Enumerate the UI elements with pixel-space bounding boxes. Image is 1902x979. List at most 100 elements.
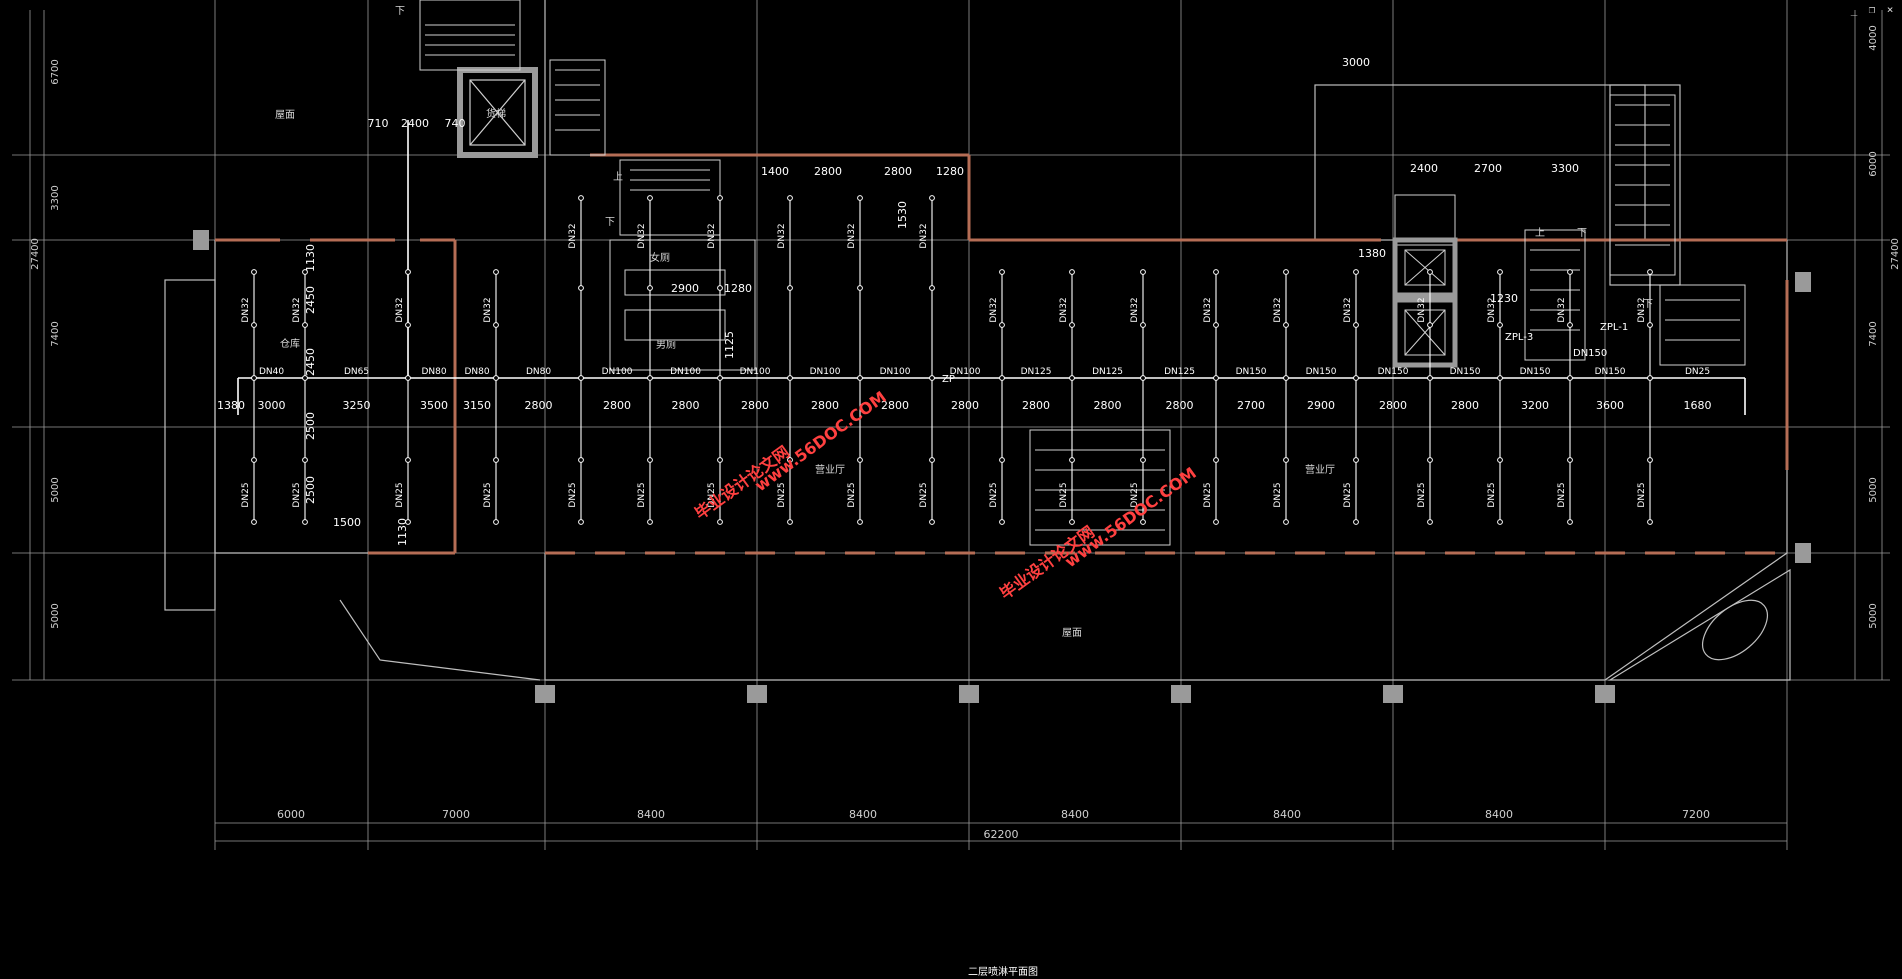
sprinkler-head [857,519,863,525]
sprinkler-head [717,285,723,291]
sprinkler-head [1283,519,1289,525]
branch-end-label: DN25 [847,482,857,507]
zpl1-tag: ZPL-1 [1600,322,1628,333]
sprinkler-head [647,195,653,201]
sprinkler-head [1647,457,1653,463]
small-dim: 2500 [304,412,317,440]
sprinkler-head [1353,519,1359,525]
sprinkler-head [999,322,1005,328]
branch-end-label: DN25 [637,482,647,507]
branch-size-label: DN32 [989,297,999,322]
sprinkler-head [1427,269,1433,275]
main-pipe-dim: 3500 [420,399,448,412]
main-pipe-size: DN150 [1378,367,1409,377]
small-dimensions: 710 2400 740 1130 2450 2450 2500 2500 15… [304,117,1518,546]
drawing-title: 二层喷淋平面图 [968,965,1038,978]
main-pipe-size: DN150 [1306,367,1337,377]
sprinkler-head [1140,519,1146,525]
upper-dim: 1280 [936,165,964,178]
sprinkler-head [999,519,1005,525]
close-icon[interactable]: × [1886,3,1894,16]
branch-end-label: DN25 [1637,482,1647,507]
sprinkler-head [1353,375,1359,381]
restore-icon[interactable]: ❐ [1868,3,1876,16]
left-dim: 5000 [50,477,61,502]
branch-size-label: DN32 [637,223,647,248]
stair-down-label: 下 [1577,228,1587,239]
sprinkler-head [405,322,411,328]
sprinkler-head [929,457,935,463]
small-dim: 1130 [304,244,317,272]
sprinkler-head [1213,457,1219,463]
sprinkler-head [787,195,793,201]
main-pipe-dim: 2800 [1166,399,1194,412]
sprinkler-head [647,519,653,525]
main-pipe-dim: 2800 [741,399,769,412]
branch-end-label: DN25 [1130,482,1140,507]
sprinkler-head [578,375,584,381]
sprinkler-head [405,269,411,275]
right-dim: 5000 [1868,603,1879,628]
sprinkler-head [1567,457,1573,463]
zpl3-tag: ZPL-3 [1505,332,1533,343]
sprinkler-head [1647,519,1653,525]
upper-dimensions: 1400 2800 2800 1280 2400 2700 3300 3000 [761,56,1579,178]
sprinkler-head [1497,269,1503,275]
bottom-dimension-labels: 6000 7000 8400 8400 8400 8400 8400 7200 … [277,808,1710,841]
main-pipe-size: DN100 [670,367,701,377]
small-dim: 2450 [304,348,317,376]
main-pipe-size: DN40 [259,367,284,377]
sprinkler-head [302,269,308,275]
passenger-elevators [1392,194,1458,368]
branch-end-label: DN25 [989,482,999,507]
main-pipe-size: DN100 [740,367,771,377]
sprinkler-head [999,375,1005,381]
branch-end-label: DN25 [483,482,493,507]
wall-segments [215,153,1789,555]
branch-size-label: DN32 [919,223,929,248]
main-pipe-size: DN125 [1092,367,1123,377]
right-dimension-chain [1854,10,1883,680]
sprinkler-head [578,457,584,463]
bottom-dimension-chain [215,822,1787,842]
main-pipe-dim: 2900 [1307,399,1335,412]
top-dim: 3000 [1342,56,1370,69]
main-pipe-dim: 3000 [258,399,286,412]
small-dim: 710 [368,117,389,130]
small-dim: 1130 [396,518,409,546]
upper-right-dim: 3300 [1551,162,1579,175]
sprinkler-head [787,375,793,381]
hall-right-label: 营业厅 [1305,463,1335,476]
right-dimension-labels: 4000 6000 7400 5000 5000 27400 [1868,25,1901,628]
sprinkler-head [493,519,499,525]
sprinkler-head [251,519,257,525]
sprinkler-head [1213,269,1219,275]
main-pipe-size: DN100 [810,367,841,377]
zp-tag: ZP [942,374,955,385]
main-pipe-size: DN125 [1164,367,1195,377]
minimize-icon[interactable]: _ [1850,3,1858,16]
axis-grid [12,0,1890,850]
stair-down-label: 下 [605,217,615,228]
main-pipe-size: DN125 [1021,367,1052,377]
main-pipe-dim: 1380 [217,399,245,412]
sprinkler-head [857,285,863,291]
sprinkler-head [1497,457,1503,463]
room-labels: 屋面 屋面 仓库 营业厅 营业厅 货梯 女厕 男厕 上 下 下 上 下 下 [275,6,1653,639]
roof-bottom-label: 屋面 [1062,627,1082,639]
small-dim: 2500 [304,476,317,504]
sprinkler-head [493,457,499,463]
branch-size-label: DN32 [1557,297,1567,322]
sprinkler-head [999,269,1005,275]
main-pipe-size: DN80 [464,367,489,377]
small-dim: 1230 [1490,292,1518,305]
sprinkler-head [1427,375,1433,381]
sprinkler-head [857,195,863,201]
branch-end-label: DN25 [568,482,578,507]
sprinkler-head [1283,269,1289,275]
sprinkler-head [302,375,308,381]
branch-size-label: DN32 [1203,297,1213,322]
left-dim: 3300 [50,185,61,210]
